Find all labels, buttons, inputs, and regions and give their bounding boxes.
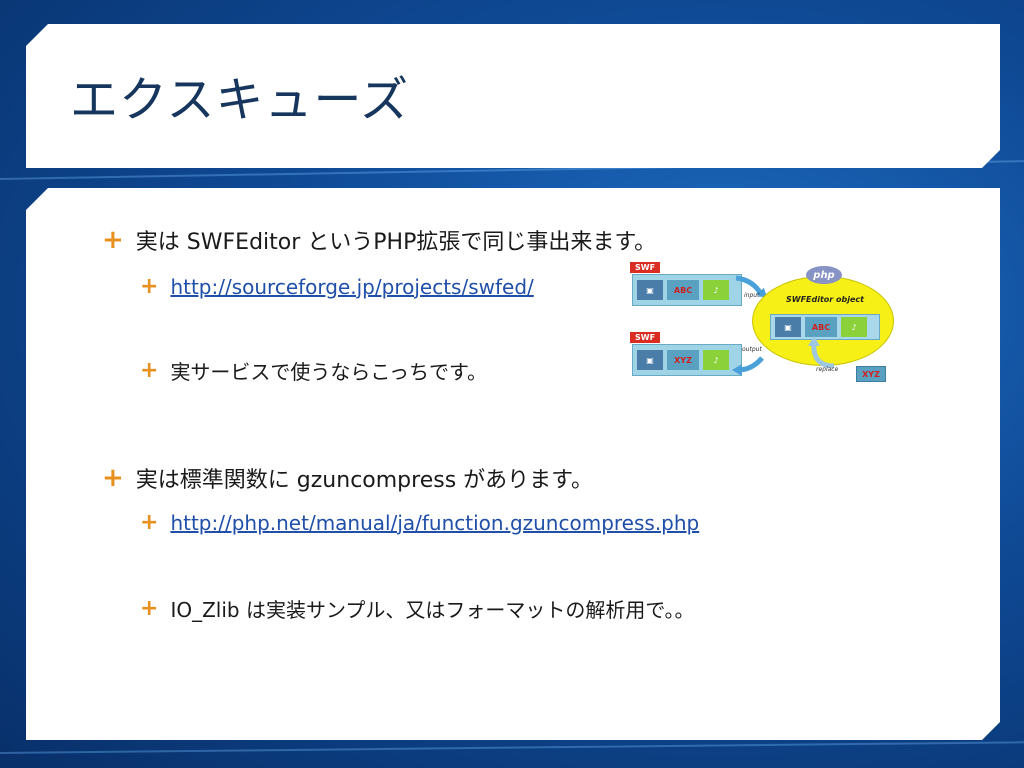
sub-bullet-php-link: + http://php.net/manual/ja/function.gzun… [140,510,699,535]
swf-label: SWF [630,262,661,273]
output-swf-strip: ▣ XYZ ♪ [632,344,742,376]
replace-arrow-icon [808,336,835,369]
plus-bullet-icon: + [140,358,159,383]
swfed-link[interactable]: http://sourceforge.jp/projects/swfed/ [170,274,534,299]
output-label: output [742,346,762,353]
php-manual-link[interactable]: http://php.net/manual/ja/function.gzunco… [170,510,700,535]
bullet-text: 実は SWFEditor というPHP拡張で同じ事出来ます。 [135,230,657,255]
sound-icon: ♪ [703,280,729,300]
image-icon: ▣ [637,280,663,300]
text-cell: ABC [805,317,837,337]
object-strip: ▣ ABC ♪ [770,314,880,340]
sound-icon: ♪ [703,350,729,370]
plus-bullet-icon: + [102,463,124,493]
plus-bullet-icon: + [140,274,159,299]
sub-bullet-swfed-link: + http://sourceforge.jp/projects/swfed/ [140,274,534,299]
bullet-gzuncompress: + 実は標準関数に gzuncompress があります。 [102,462,593,494]
sound-icon: ♪ [841,317,867,337]
input-swf-strip: ▣ ABC ♪ [632,274,742,306]
bullet-swfeditor: + 実は SWFEditor というPHP拡張で同じ事出来ます。 [102,224,656,256]
image-icon: ▣ [637,350,663,370]
text-cell: XYZ [667,350,699,370]
plus-bullet-icon: + [140,596,159,621]
slide-title: エクスキューズ [70,72,410,128]
replace-label: replace [816,366,839,373]
php-logo: php [806,266,842,284]
input-label: input [744,292,760,299]
sub-bullet-service: + 実サービスで使うならこっちです。 [140,356,487,385]
sub-bullet-io-zlib: + IO_Zlib は実装サンプル、又はフォーマットの解析用で。。 [140,594,695,623]
bullet-text: 実は標準関数に gzuncompress があります。 [135,468,593,493]
plus-bullet-icon: + [102,225,124,255]
plus-bullet-icon: + [140,510,159,535]
bullet-text: IO_Zlib は実装サンプル、又はフォーマットの解析用で。。 [170,598,695,622]
object-label: SWFEditor object [786,295,864,304]
replace-value: XYZ [856,366,886,382]
bullet-text: 実サービスで使うならこっちです。 [170,360,488,384]
swf-label: SWF [630,332,661,343]
background-streak [0,741,1024,754]
image-icon: ▣ [775,317,801,337]
title-panel [26,24,1000,168]
swfeditor-diagram: SWF ▣ ABC ♪ SWF ▣ XYZ ♪ input output php… [628,262,894,386]
text-cell: ABC [667,280,699,300]
